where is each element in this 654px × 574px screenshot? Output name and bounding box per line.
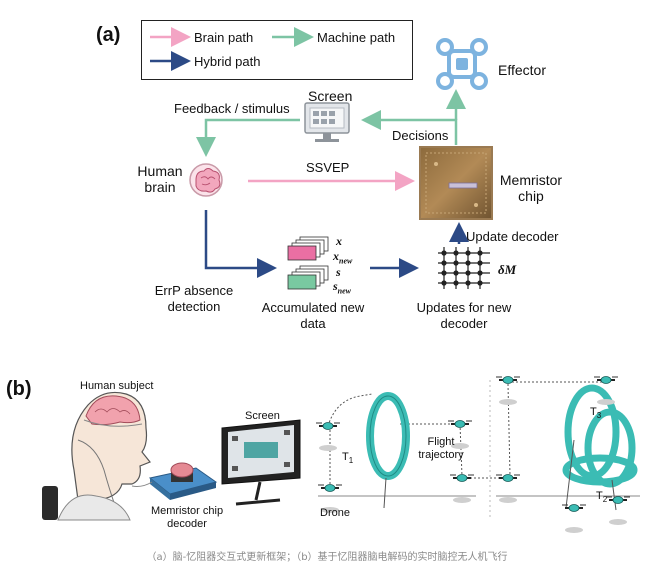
t3-label: T3: [590, 404, 601, 424]
update-decoder-label: Update decoder: [466, 229, 559, 244]
errp-label: ErrP absence detection: [142, 283, 246, 315]
memristor-chip-decoder-illustration: [148, 462, 218, 500]
t3-label-base: T: [590, 406, 597, 418]
panel-b-label: (b): [6, 378, 32, 400]
memristor-chip-label-line2: chip: [518, 188, 544, 204]
drone-shadow: [499, 399, 517, 405]
updates-decoder-label: Updates for new decoder: [410, 300, 518, 332]
t1-label-base: T: [342, 451, 349, 463]
trajectory-segment: [507, 383, 511, 477]
legend-brain-path-label: Brain path: [194, 30, 254, 45]
drone-shadow: [565, 527, 583, 533]
updates-decoder-label-line2: decoder: [440, 316, 488, 331]
screen-monitor-illustration: [221, 419, 301, 506]
memristor-chip-label: Memristor chip: [496, 172, 566, 204]
t2-label-base: T: [596, 490, 603, 502]
human-subject-illustration: [42, 391, 151, 521]
screen-monitor-icon: [304, 102, 350, 142]
x-new-label: xnew: [333, 249, 352, 265]
screen-label: Screen: [308, 88, 353, 104]
drone-icon: [502, 474, 514, 482]
effector-label: Effector: [498, 62, 546, 78]
drone-label: Drone: [320, 507, 350, 519]
crossbar-array-icon: [438, 247, 490, 289]
memristor-decoder-label-line1: Memristor chip: [150, 505, 224, 517]
drone-icon: [454, 420, 466, 428]
human-brain-label-line1: Human: [137, 163, 183, 179]
accumulated-data-label: Accumulated new data: [254, 300, 372, 332]
brain-icon: [189, 163, 223, 197]
trajectory-ring-t2: [562, 454, 638, 486]
decisions-label: Decisions: [392, 128, 449, 143]
s-new-sub: new: [337, 286, 352, 296]
effector-icon: [436, 38, 488, 90]
memristor-decoder-label: Memristor chip decoder: [140, 505, 234, 531]
drone-icon: [322, 422, 334, 430]
support-line: [611, 479, 617, 511]
support-line: [383, 477, 387, 509]
human-brain-label-line2: brain: [144, 179, 176, 195]
memristor-chip-image: [419, 146, 493, 220]
drone-icon: [612, 496, 624, 504]
drone-shadow: [609, 519, 627, 525]
feedback-label: Feedback / stimulus: [174, 101, 290, 116]
t2-label: T2: [596, 488, 607, 508]
feedback-arrow: [196, 118, 300, 157]
drone-icon: [502, 376, 514, 384]
errp-label-line2: detection: [167, 299, 221, 314]
support-line: [565, 439, 575, 509]
screen-b-label: Screen: [245, 410, 280, 422]
panel-a-label: (a): [96, 24, 121, 46]
loop-ring-outline: [369, 395, 407, 477]
flight-trajectory-label-line1: Flight: [427, 436, 455, 448]
s-new-label: snew: [333, 279, 351, 295]
legend-machine-path-label: Machine path: [317, 30, 396, 45]
drone-shadow: [499, 497, 517, 503]
t2-label-sub: 2: [602, 495, 608, 505]
t3-label-sub: 3: [596, 411, 602, 421]
drone-shadow: [451, 443, 469, 449]
delta-m-label: δM: [498, 262, 517, 277]
flight-trajectory-label-line2: trajectory: [418, 449, 464, 461]
memristor-chip-label-line1: Memristor: [499, 172, 563, 188]
s-new-base: s: [333, 279, 338, 293]
drone-shadow: [319, 445, 337, 451]
drone-icon: [600, 376, 612, 384]
human-subject-label: Human subject: [80, 380, 154, 392]
drone-shadow: [597, 399, 615, 405]
trajectory-segment: [327, 393, 373, 427]
memristor-decoder-label-line2: decoder: [167, 518, 207, 530]
errp-label-line1: ErrP absence: [154, 283, 234, 298]
updates-decoder-label-line1: Updates for new: [416, 300, 512, 315]
legend-hybrid-path-label: Hybrid path: [194, 54, 261, 69]
drone-shadow: [453, 497, 471, 503]
drone-icon: [568, 504, 580, 512]
x-label: x: [336, 234, 342, 248]
flight-trajectory-label: Flight trajectory: [406, 436, 476, 462]
accumulated-data-label-line2: data: [300, 316, 326, 331]
drone-icon: [456, 474, 468, 482]
human-brain-label: Human brain: [134, 163, 186, 195]
ssvep-label: SSVEP: [306, 160, 350, 175]
figure-caption: （a）脑-忆阻器交互式更新框架；（b）基于忆阻器脑电解码的实时脑控无人机飞行: [146, 552, 508, 563]
s-label: s: [336, 265, 341, 279]
drone-icon: [324, 484, 336, 492]
x-new-sub: new: [339, 256, 353, 266]
legend-box: [141, 20, 413, 80]
drone-shadow: [321, 507, 339, 513]
t1-label-sub: 1: [348, 456, 354, 466]
accumulated-data-label-line1: Accumulated new: [261, 300, 365, 315]
x-new-base: x: [333, 249, 339, 263]
errp-arrow: [204, 210, 277, 278]
accumulated-data-icon: [287, 236, 329, 290]
t1-label: T1: [342, 449, 353, 469]
